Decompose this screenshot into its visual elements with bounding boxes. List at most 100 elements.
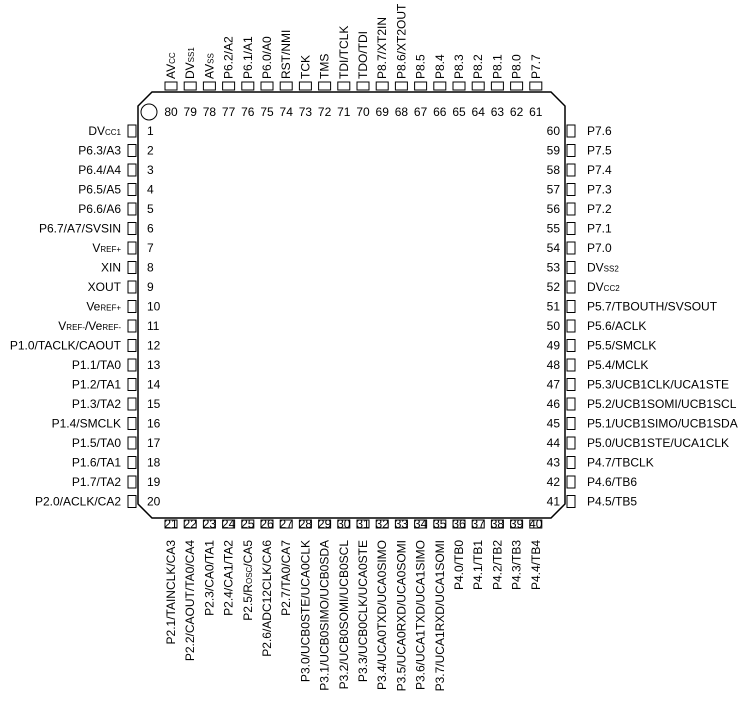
- pin-pad: [566, 261, 576, 274]
- pin-label: XOUT: [88, 280, 122, 294]
- pin-label: DVSS1: [183, 47, 197, 79]
- pin-pad: [566, 339, 576, 352]
- pin-number: 34: [414, 517, 428, 531]
- pin-pad: [566, 358, 576, 372]
- pin-label: P7.4: [587, 163, 612, 177]
- pin-pad: [452, 81, 466, 91]
- pin-label-text: P8.7/XT2IN: [375, 17, 389, 79]
- pin-label: AVCC: [164, 52, 178, 79]
- pin-pad: [375, 81, 389, 91]
- pin-pad: [127, 397, 137, 411]
- pin-number: 20: [147, 495, 161, 509]
- pin-label-text: P1.0/TACLK/CAOUT: [10, 339, 122, 353]
- pin-number: 78: [203, 105, 217, 119]
- pin-label-text: TMS: [318, 54, 332, 79]
- pin-label: P5.4/MCLK: [587, 358, 648, 372]
- pin-label-text: P5.3/UCB1CLK/UCA1STE: [587, 378, 729, 392]
- pin-label-text: AV: [202, 64, 216, 79]
- pin-label: P1.5/TA0: [72, 436, 121, 450]
- pin-label-text: P4.7/TBCLK: [587, 456, 654, 470]
- pin-pad: [356, 81, 370, 91]
- pin-pad: [452, 519, 466, 529]
- pin-number: 2: [147, 144, 154, 158]
- pin-number: 37: [472, 517, 486, 531]
- pin-pad: [127, 163, 137, 177]
- pin-number: 33: [395, 517, 409, 531]
- pin-label-subscript: CC: [168, 52, 177, 64]
- pin-label-text: TDI/TCLK: [337, 26, 351, 79]
- pin-pad: [566, 378, 576, 391]
- pin-label-text: P5.6/ACLK: [587, 319, 646, 333]
- pin-label-text: P5.7/TBOUTH/SVSOUT: [587, 300, 718, 314]
- pin-label-subscript: REF-: [66, 323, 85, 332]
- pin-pad: [566, 300, 576, 313]
- pin-number: 55: [547, 222, 561, 236]
- pin-label-text: V: [92, 241, 100, 255]
- pin-label-text: P4.0/TB0: [452, 540, 466, 590]
- pin-pad: [356, 519, 370, 529]
- pin-number: 36: [452, 517, 466, 531]
- pin-label-text: P8.6/XT2OUT: [394, 3, 408, 79]
- pin-number: 42: [547, 475, 561, 489]
- pin-label: P4.6/TB6: [587, 475, 637, 489]
- pin-label: P1.4/SMCLK: [52, 417, 121, 431]
- pin-label: P5.2/UCB1SOMI/UCB1SCL: [587, 397, 737, 411]
- pin-label: P2.0/ACLK/CA2: [35, 495, 121, 509]
- pin-number: 65: [452, 105, 466, 119]
- pin-right: 44 P5.0/UCB1STE/UCA1CLK: [547, 436, 729, 450]
- pin-number: 5: [147, 202, 154, 216]
- pin-pad: [566, 183, 576, 196]
- pin-label-text: DV: [587, 280, 604, 294]
- pin-pad: [222, 81, 236, 91]
- pin-number: 41: [547, 495, 561, 509]
- pin-label: TDO/TDI: [356, 31, 370, 79]
- pin-label-text: P8.5: [414, 54, 428, 79]
- pin-label-text: P3.6/UCA1TXD/UCA1SIMO: [414, 540, 428, 690]
- pin-number: 35: [433, 517, 447, 531]
- pin-number: 23: [203, 517, 217, 531]
- pin-pad: [566, 241, 576, 255]
- pin-label: P6.4/A4: [78, 163, 121, 177]
- pin-number: 54: [547, 241, 561, 255]
- pin-label: P2.7/TA0/CA7: [279, 540, 293, 616]
- pin-label: P3.1/UCB0SIMO/UCB0SDA: [318, 540, 332, 691]
- pin-pad: [433, 519, 447, 529]
- pin-label-text: P4.5/TB5: [587, 495, 637, 509]
- pin-pad: [298, 81, 312, 91]
- pin-label-text: P2.4/CA1/TA2: [222, 540, 236, 616]
- pin-number: 56: [547, 202, 561, 216]
- pin-number: 44: [547, 436, 561, 450]
- pin-pad: [127, 183, 137, 196]
- pin-label-text: P5.0/UCB1STE/UCA1CLK: [587, 436, 729, 450]
- pin-label: P3.5/UCA0RXD/UCA0SOMI: [394, 540, 408, 691]
- pin-label: P5.1/UCB1SIMO/UCB1SDA: [587, 417, 738, 431]
- pin-label-text: XIN: [101, 261, 121, 275]
- pin-label: P6.5/A5: [78, 183, 121, 197]
- pin-number: 73: [299, 105, 313, 119]
- pin-pad: [127, 475, 137, 489]
- pin-pad: [127, 495, 137, 508]
- pin-label-text: P6.7/A7/SVSIN: [39, 222, 121, 236]
- pin-pad: [566, 495, 576, 508]
- pin-label: P8.0: [510, 54, 524, 79]
- pin-pad: [566, 417, 576, 430]
